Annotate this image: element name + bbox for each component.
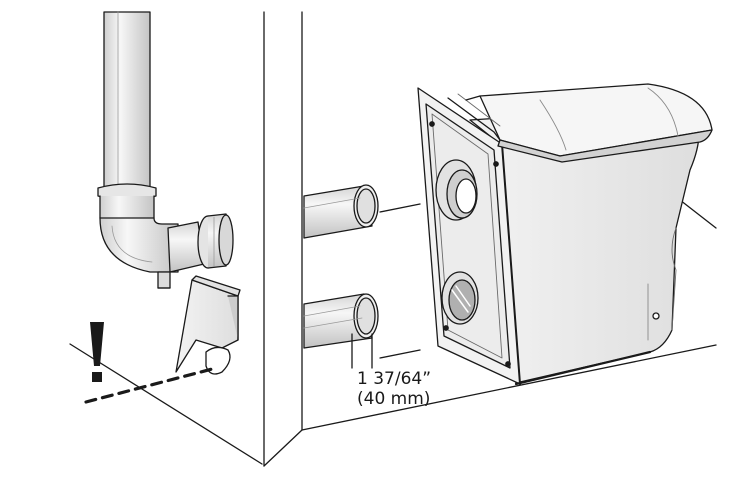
funnel-outlet: [205, 346, 231, 375]
pipe-elbow: [99, 217, 179, 273]
floor-corner-line: [263, 429, 303, 467]
siphon-funnel: [175, 275, 241, 375]
room-walls: [69, 11, 717, 467]
drain-nipple: [157, 271, 171, 289]
upper-wall-pipe: [303, 184, 379, 239]
left-floor-line: [69, 343, 263, 465]
pump-unit: [417, 83, 713, 386]
warning-exclamation-icon: [90, 322, 104, 382]
lower-wall-pipe: [303, 293, 379, 349]
floor-line-left: [379, 349, 421, 359]
vertical-pipe: [103, 11, 151, 191]
level-dashed-line: [84, 366, 218, 404]
wall-line-right: [679, 199, 717, 229]
dimension-label-metric: (40 mm): [357, 389, 431, 409]
back-floor-line: [301, 344, 717, 431]
wall-line-mid: [379, 203, 421, 213]
dimension-label-imperial: 1 37/64”: [357, 369, 432, 389]
drain-pipe: [97, 11, 234, 289]
